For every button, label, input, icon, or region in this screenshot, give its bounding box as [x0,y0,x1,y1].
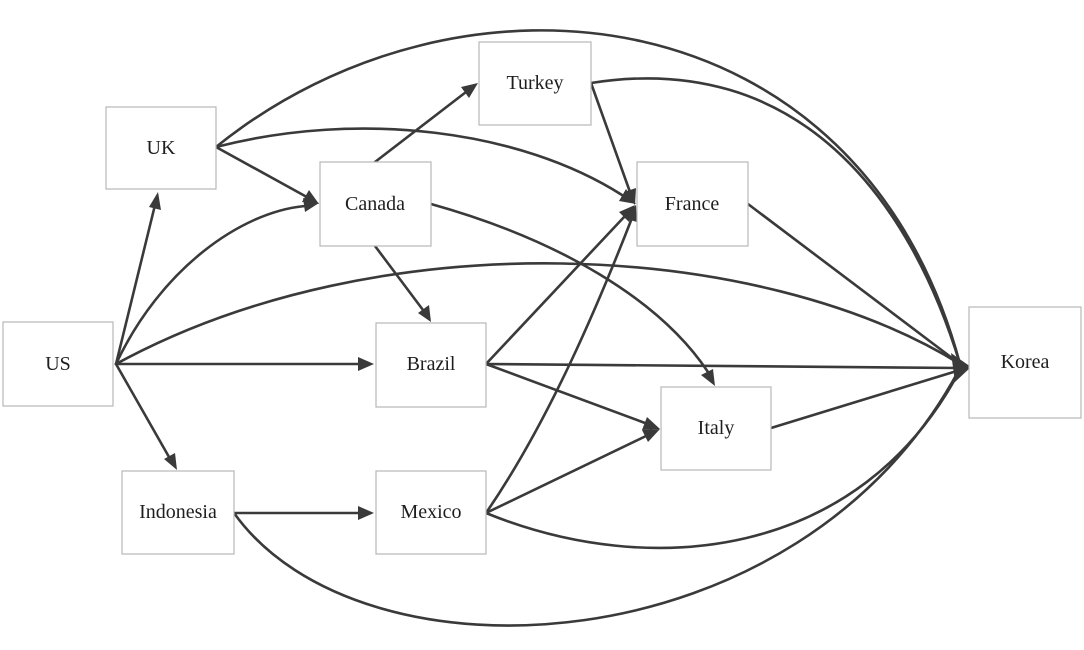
edge-us-brazil [114,357,374,371]
edge-brazil-france [484,205,635,366]
node-mexico: Mexico [375,470,487,555]
node-mexico-label: Mexico [400,501,461,523]
edge-uk-canada [214,145,319,204]
node-france-label: France [665,193,720,215]
node-korea-label: Korea [1001,351,1050,373]
edge-uk-korea [214,29,962,366]
edge-brazil-korea [484,362,962,370]
edge-us-uk [114,192,161,366]
edge-canada-brazil [373,244,431,322]
node-us: US [2,321,114,407]
edge-mexico-france [484,205,637,515]
node-us-label: US [45,353,71,375]
node-brazil-label: Brazil [407,353,456,375]
korea-arrowhead [951,353,971,382]
edge-france-korea [746,202,962,366]
node-uk-label: UK [147,137,176,159]
node-canada-label: Canada [345,193,405,215]
node-italy-label: Italy [698,417,735,439]
edge-canada-turkey [373,83,478,164]
edge-us-korea [114,262,962,366]
edge-mexico-italy [484,429,660,515]
node-france: France [636,161,749,247]
node-brazil: Brazil [375,322,487,408]
node-turkey-label: Turkey [506,72,563,94]
edge-italy-korea [769,368,962,430]
edges [114,29,971,627]
edge-indonesia-korea [232,366,962,627]
edge-brazil-italy [484,362,660,430]
node-indonesia-label: Indonesia [139,501,217,523]
node-korea: Korea [968,306,1082,419]
nodes: US UK Canada Turkey France Brazil Indone… [2,41,1082,555]
edge-turkey-korea [589,77,962,366]
node-italy: Italy [660,386,772,471]
edge-canada-italy [429,202,715,386]
edge-us-indonesia [114,362,177,470]
node-uk: UK [105,106,217,190]
node-canada: Canada [319,161,432,247]
edge-mexico-korea [484,368,962,550]
node-turkey: Turkey [478,41,592,126]
node-indonesia: Indonesia [121,470,235,555]
edge-us-canada [114,198,319,366]
edge-indonesia-mexico [232,506,374,520]
edge-turkey-france [589,81,636,205]
